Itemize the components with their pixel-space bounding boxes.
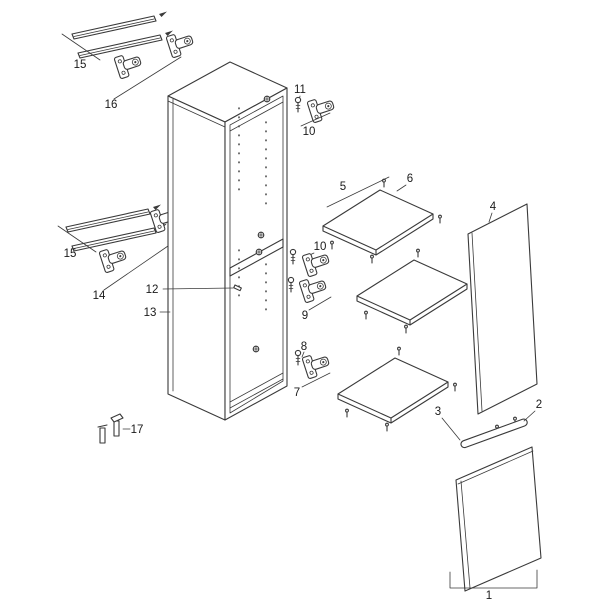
dowel: [233, 284, 242, 292]
leader-line: [103, 245, 169, 291]
shelf-middle: [356, 248, 476, 334]
carcass-left-panel: [167, 95, 226, 421]
hinge: [298, 274, 330, 304]
panel-face: [455, 446, 542, 592]
shelf-pin: [416, 248, 420, 258]
shelf-thickness: [356, 283, 468, 326]
drawer-runner-pair-middle: 15: [57, 203, 168, 260]
foot: [113, 420, 120, 437]
callout-4: 4: [490, 201, 497, 213]
shelf-pin: [330, 240, 334, 250]
hinge-mount-cam: [263, 95, 271, 103]
shelf-thickness: [337, 381, 449, 424]
leader-line: [396, 184, 407, 192]
screw: [294, 349, 302, 366]
drawer-runner: [65, 203, 162, 233]
shelf-pin: [438, 214, 442, 224]
leader-line: [301, 372, 331, 388]
shelf-pin: [404, 324, 408, 334]
screw: [289, 248, 297, 265]
feet: 17: [97, 413, 144, 444]
dimension-bracket: [449, 569, 538, 589]
callout-11: 11: [294, 84, 306, 96]
shelf-top-face: [337, 357, 449, 419]
interior-frame: [229, 95, 284, 414]
callout-6: 6: [407, 173, 413, 185]
panel-face: [467, 203, 538, 415]
bottom-panel-edge: [229, 372, 284, 403]
panel-edge-line: [457, 450, 534, 485]
shelf-thickness: [322, 213, 434, 256]
screw: [294, 96, 302, 113]
hinge-mount-cam: [252, 345, 260, 353]
shelf-pin: [453, 382, 457, 392]
callout-1: 1: [486, 590, 492, 600]
leader-line: [57, 225, 97, 253]
callout-7: 7: [294, 387, 300, 399]
plinth-strip: [460, 418, 528, 449]
callout-8: 8: [301, 341, 307, 353]
door-panel-upper: 4: [467, 201, 538, 434]
foot: [99, 427, 106, 444]
shelf-pin: [382, 178, 386, 188]
shelf-pin: [364, 310, 368, 320]
callout-10-top: 10: [303, 126, 316, 138]
hinge-pair-top: 16: [105, 29, 197, 111]
shelf-pin: [397, 346, 401, 356]
hinge: [98, 244, 130, 274]
bottom-panel-edge: [229, 378, 284, 409]
leader-line: [488, 212, 493, 223]
panel-edge-line: [167, 100, 226, 128]
shelf-top-face: [322, 189, 434, 251]
callout-17: 17: [131, 424, 144, 436]
hinge: [113, 50, 145, 80]
shelf-top-face: [356, 259, 468, 321]
callout-10-middle: 10: [314, 241, 327, 253]
screw: [287, 276, 295, 293]
door-panel-lower: 1: [449, 446, 542, 600]
callout-2: 2: [536, 399, 542, 411]
leader-line: [523, 410, 536, 422]
callout-16: 16: [105, 99, 118, 111]
drawer-runner: [71, 10, 168, 40]
foot-flange: [110, 413, 124, 423]
hinge-pair-middle: 14: [93, 204, 181, 302]
panel-edge-line: [471, 232, 483, 412]
shelf-pin: [370, 254, 374, 264]
foot-cap: [97, 424, 108, 428]
leader-line: [308, 296, 332, 311]
leader-line: [326, 176, 390, 208]
hinge: [306, 94, 338, 124]
leader-line: [300, 112, 331, 127]
hinge-mount-cam: [257, 231, 265, 239]
hinge: [165, 29, 197, 59]
callout-12: 12: [146, 284, 159, 296]
cabinet-carcass: 12 13: [144, 61, 288, 421]
callout-15-middle: 15: [64, 248, 77, 260]
hinge-set-bottom: 8 7: [294, 341, 333, 399]
leader-line: [441, 417, 461, 441]
callout-3: 3: [435, 406, 441, 418]
strip-and-fixings: 2 3: [435, 399, 542, 449]
shelf-lower: [337, 346, 457, 432]
shelf-upper: 5 6: [322, 173, 442, 264]
drawer-runner-pair-top: 15: [61, 10, 174, 71]
callout-5: 5: [340, 181, 346, 193]
hinge-set-top: 11 10: [294, 84, 338, 138]
panel-edge-line: [460, 480, 471, 589]
hinge-set-middle: 10 9: [287, 241, 333, 322]
callout-9: 9: [302, 310, 308, 322]
shelf-pin: [385, 422, 389, 432]
leader-line: [113, 56, 182, 100]
leader-line: [301, 351, 305, 358]
leader-line: [61, 33, 101, 61]
callout-14: 14: [93, 290, 106, 302]
callout-13: 13: [144, 307, 157, 319]
shelf-pin: [345, 408, 349, 418]
hinge-mount-cam: [255, 248, 263, 256]
middle-shelf-edge: [229, 246, 284, 277]
leader-line: [162, 287, 234, 290]
callout-15-top: 15: [74, 59, 87, 71]
